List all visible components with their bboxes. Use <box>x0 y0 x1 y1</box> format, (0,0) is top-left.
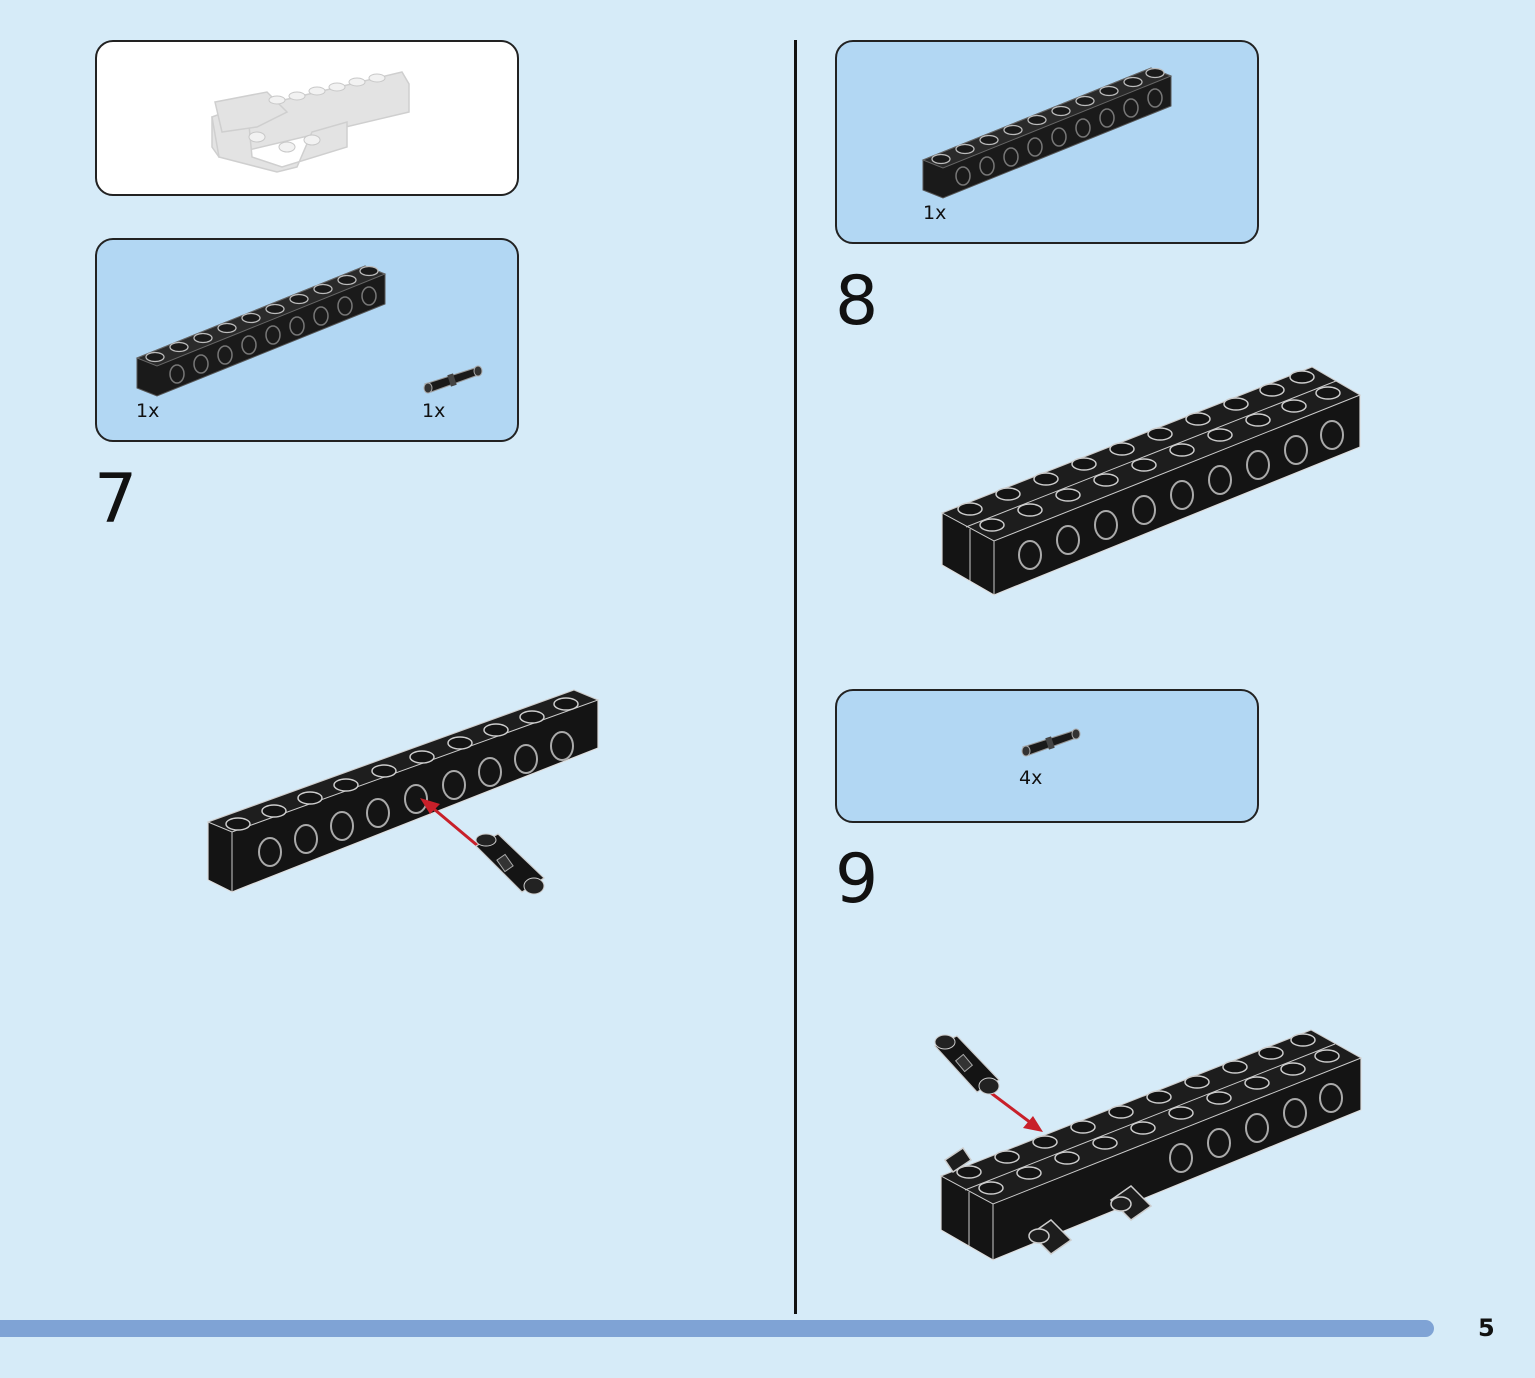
step8-parts-panel: 1x <box>835 40 1259 244</box>
step-number-9: 9 <box>835 840 879 919</box>
inserted-pins <box>943 1146 1153 1255</box>
technic-pin-icon <box>1021 728 1081 757</box>
pin-part <box>934 1034 1000 1095</box>
pin-part <box>475 833 545 895</box>
previous-model-icon <box>211 71 410 173</box>
step-number-7: 7 <box>94 460 138 539</box>
step9-illustration <box>934 1029 1363 1261</box>
brick-qty-label: 1x <box>923 202 947 224</box>
step7-parts-panel: 1x 1x <box>95 238 519 442</box>
technic-pin-icon <box>423 365 483 394</box>
step7-illustration <box>206 689 600 895</box>
pin-qty-label: 4x <box>1019 767 1043 789</box>
column-divider <box>794 40 797 1314</box>
preview-panel <box>95 40 519 196</box>
page-progress-bar <box>0 1320 1434 1337</box>
step9-parts-panel: 4x <box>835 689 1259 823</box>
technic-brick-1x10-icon <box>135 265 387 397</box>
technic-brick-1x10-icon <box>921 67 1173 199</box>
step8-illustration <box>940 366 1362 596</box>
step-number-8: 8 <box>835 262 879 341</box>
page-number: 5 <box>1478 1314 1495 1342</box>
brick-qty-label: 1x <box>136 400 160 422</box>
pin-qty-label: 1x <box>422 400 446 422</box>
